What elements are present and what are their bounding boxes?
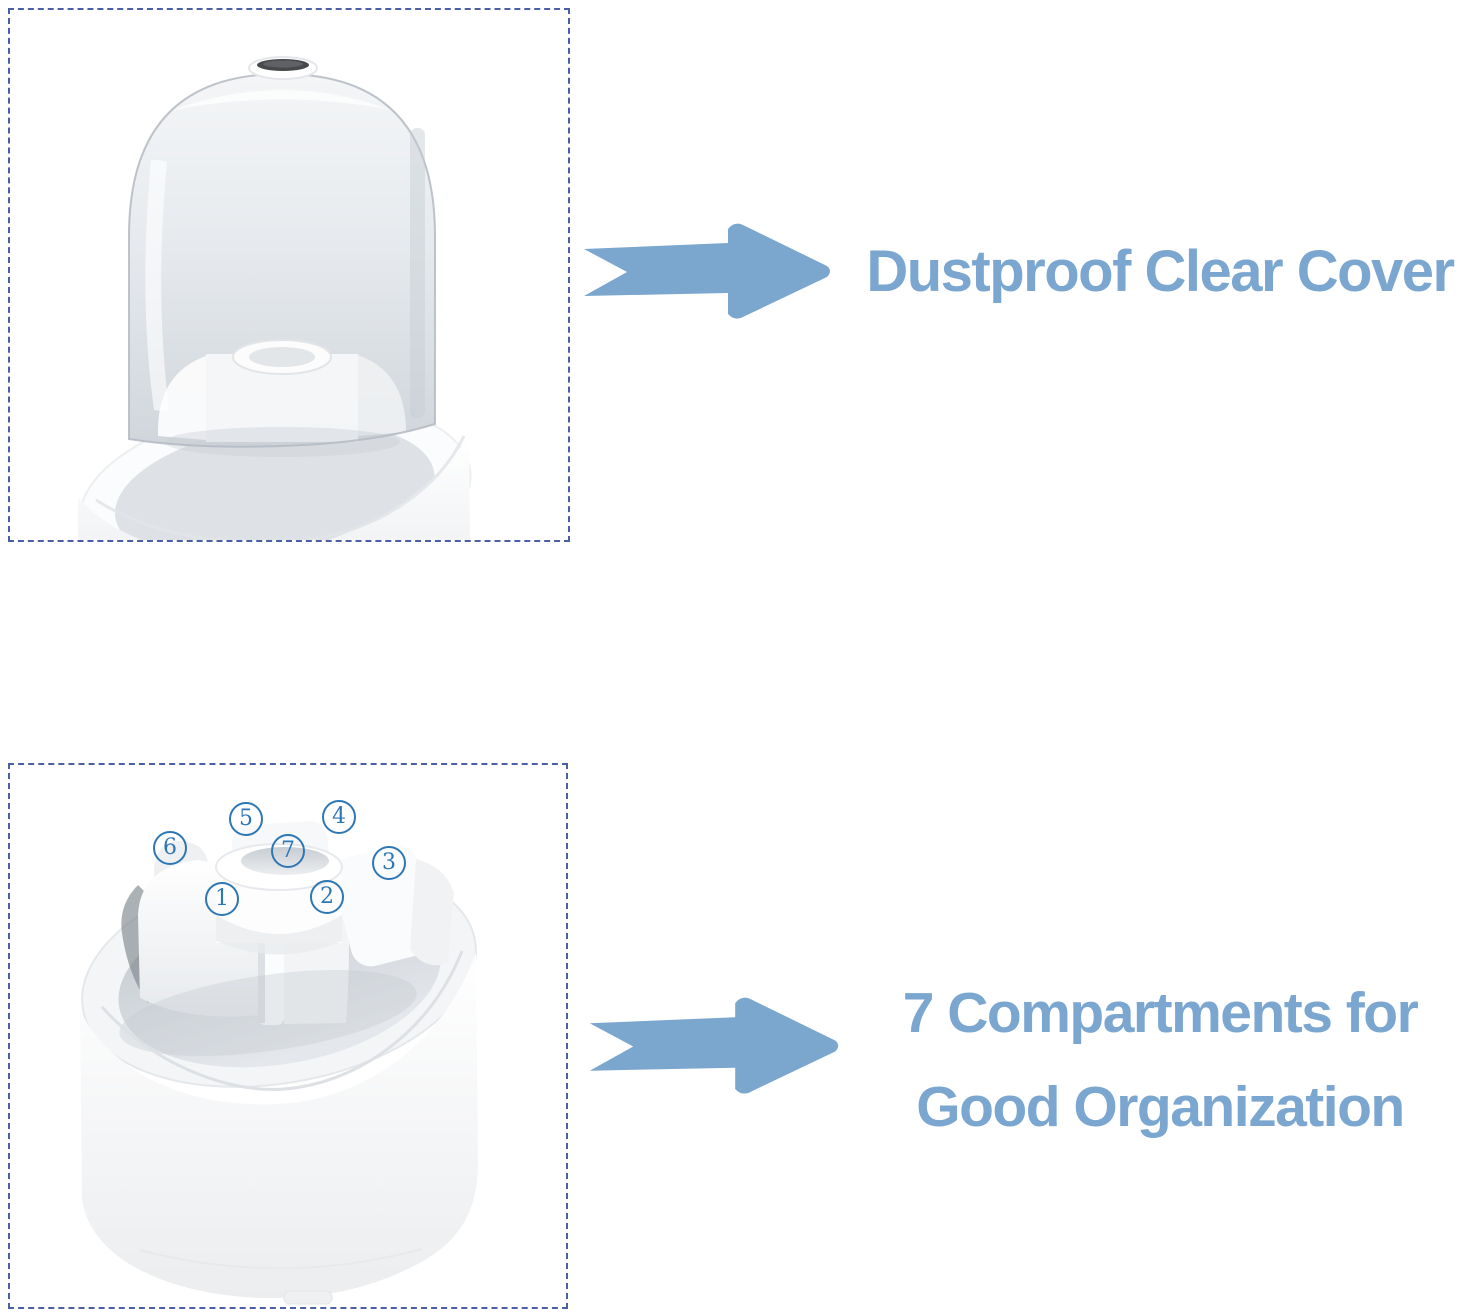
compartment-marker-5: 5 <box>229 802 263 836</box>
compartment-marker-2: 2 <box>310 880 344 914</box>
bottom-caption-line2: Good Organization <box>916 1075 1405 1139</box>
divider-fin <box>410 859 454 966</box>
top-cap <box>248 56 318 80</box>
cylinder-front <box>80 953 478 1299</box>
compartment-marker-6: 6 <box>153 831 187 865</box>
bottom-photo-panel: 1 2 3 4 5 6 7 <box>8 763 568 1309</box>
inner-dividers <box>157 339 406 457</box>
organizer-base-photo <box>80 820 478 1305</box>
bottom-caption: 7 Compartments for Good Organization <box>860 966 1460 1154</box>
bottom-caption-line1: 7 Compartments for <box>902 981 1419 1045</box>
compartment-marker-4: 4 <box>322 800 356 834</box>
compartment-marker-7: 7 <box>271 834 305 868</box>
dome-cover <box>129 74 435 447</box>
top-caption: Dustproof Clear Cover <box>866 239 1455 304</box>
base-front <box>78 436 470 540</box>
top-photo-panel <box>8 8 570 542</box>
compartment-marker-1: 1 <box>205 882 239 916</box>
arrow-right-icon <box>589 997 839 1094</box>
clear-cover-photo <box>78 56 472 540</box>
compartment-marker-3: 3 <box>372 846 406 880</box>
arrow-right-icon <box>584 223 830 319</box>
